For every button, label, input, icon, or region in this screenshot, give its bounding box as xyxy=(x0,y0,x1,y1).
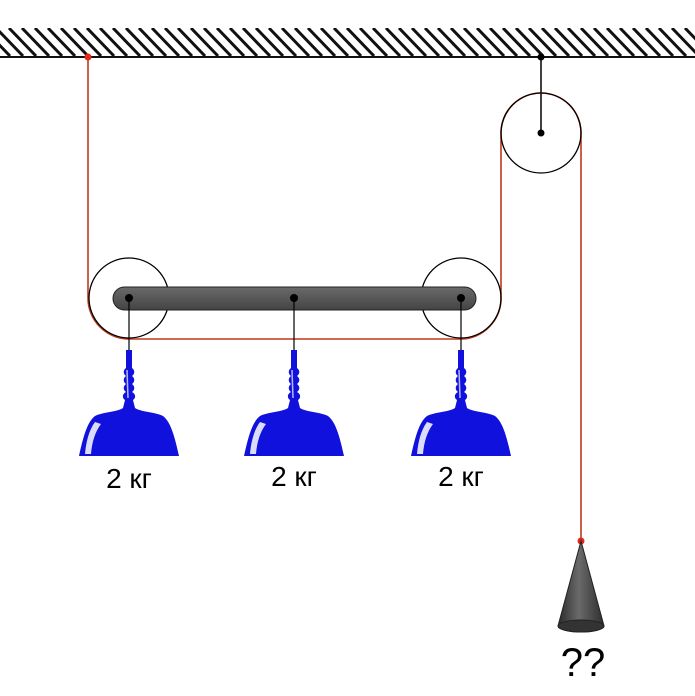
ceiling-hatch-line xyxy=(59,28,90,56)
right-weight-label: 2 кг xyxy=(438,461,484,492)
ceiling-hatch-line xyxy=(98,28,129,56)
ceiling-hatch-line xyxy=(33,28,64,56)
ceiling-hatch-line xyxy=(436,28,467,56)
ceiling-hatch-line xyxy=(46,28,77,56)
ceiling-hatch-line xyxy=(553,28,584,56)
ceiling-hatch-line xyxy=(475,28,506,56)
ceiling-hatch-line xyxy=(202,28,233,56)
ceiling-hatch-line xyxy=(7,28,38,56)
ceiling-hatch-line xyxy=(371,28,402,56)
ceiling-hatch-line xyxy=(540,28,571,56)
ceiling-hatch-line xyxy=(618,28,649,56)
ceiling-hatch-line xyxy=(85,28,116,56)
ceiling-hatch-line xyxy=(592,28,623,56)
ceiling-hatch-line xyxy=(566,28,597,56)
ceiling-hatch-line xyxy=(254,28,285,56)
ceiling-hatch-line xyxy=(631,28,662,56)
unknown-mass-label: ?? xyxy=(561,641,606,685)
fixed-pulley-axle xyxy=(537,129,545,137)
ceiling-hatch-line xyxy=(306,28,337,56)
ceiling-hatch-line xyxy=(527,28,558,56)
ceiling-hatch-line xyxy=(189,28,220,56)
ceiling-hatch-line xyxy=(579,28,610,56)
fixed-pulley xyxy=(500,92,582,174)
ceiling-hatch-line xyxy=(228,28,259,56)
ceiling-hatch-line xyxy=(410,28,441,56)
ceiling-hatch-line xyxy=(20,28,51,56)
ceiling-hatch-line xyxy=(215,28,246,56)
ceiling-hatch-line xyxy=(176,28,207,56)
ceiling xyxy=(0,28,695,58)
ceiling-hatch-line xyxy=(449,28,480,56)
left-weight-label: 2 кг xyxy=(106,463,152,494)
ceiling-hatch-line xyxy=(423,28,454,56)
ceiling-hatch-line xyxy=(319,28,350,56)
ceiling-hatch-line xyxy=(163,28,194,56)
left-weight-lamp xyxy=(78,349,180,457)
ceiling-hatch-line xyxy=(72,28,103,56)
ceiling-hatch-line xyxy=(293,28,324,56)
ceiling-hatch-line xyxy=(0,43,12,56)
unknown-mass-cone xyxy=(557,539,605,633)
ceiling-anchor-dot xyxy=(537,53,545,61)
ceiling-hatch-line xyxy=(384,28,415,56)
ceiling-hatch-line xyxy=(605,28,636,56)
ceiling-hatch-line xyxy=(488,28,519,56)
ceiling-hatch-line xyxy=(644,28,675,56)
ceiling-hatch-line xyxy=(514,28,545,56)
ceiling-hatch-line xyxy=(345,28,376,56)
ceiling-hatch-line xyxy=(111,28,142,56)
ceiling-hatch-line xyxy=(462,28,493,56)
right-weight-lamp xyxy=(410,349,512,457)
ceiling-hatch-line xyxy=(280,28,311,56)
ceiling-hatch-line xyxy=(267,28,298,56)
middle-weight-lamp xyxy=(243,349,345,457)
middle-weight-label: 2 кг xyxy=(271,461,317,492)
ceiling-hatch-line xyxy=(501,28,532,56)
ceiling-hatch-line xyxy=(124,28,155,56)
ceiling-hatch-line xyxy=(683,28,695,41)
ceiling-hatch-line xyxy=(397,28,428,56)
ceiling-hatch-line xyxy=(137,28,168,56)
ceiling-hatch-line xyxy=(241,28,272,56)
rope-anchor-dot xyxy=(84,53,92,61)
ceiling-hatch-line xyxy=(150,28,181,56)
ceiling-hatch-line xyxy=(657,28,688,56)
ceiling-hatch-line xyxy=(332,28,363,56)
ceiling-hatch-line xyxy=(358,28,389,56)
ceiling-hatch-line xyxy=(0,29,25,56)
